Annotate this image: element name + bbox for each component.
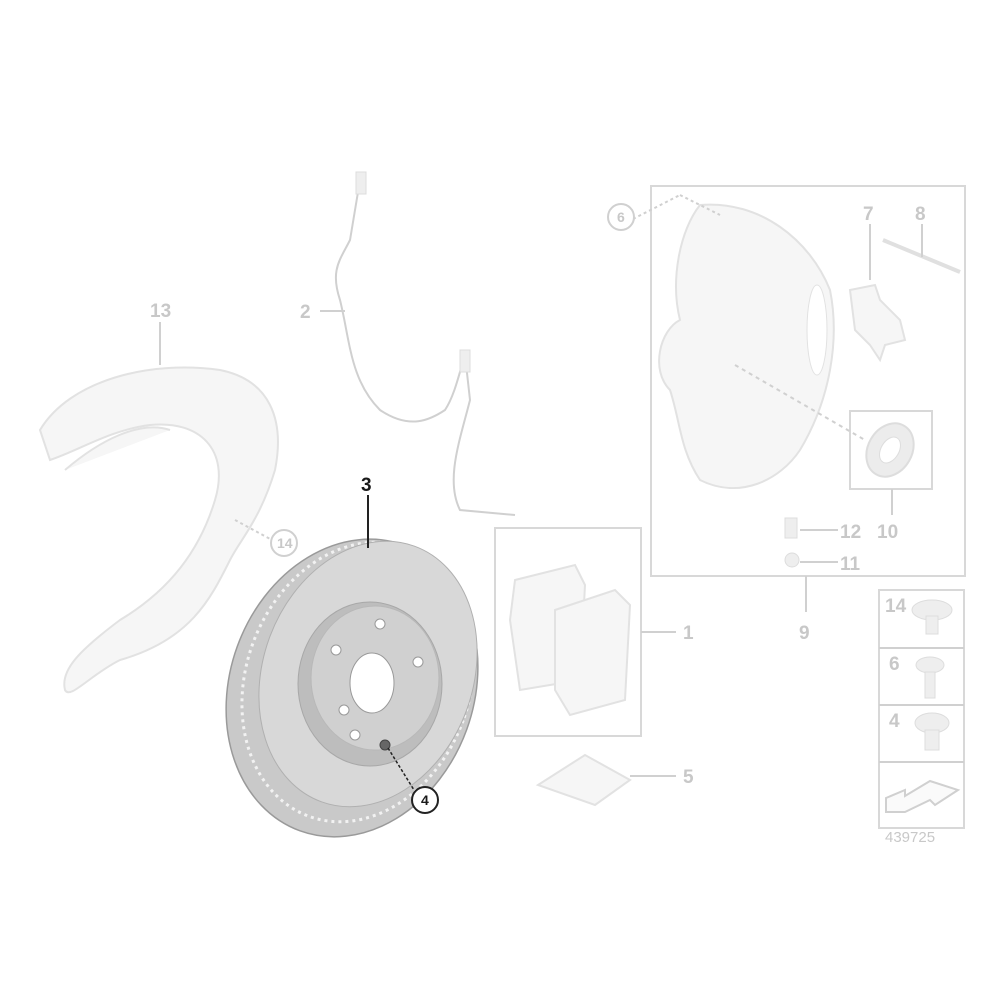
label-11[interactable]: 11 <box>840 554 861 575</box>
grease-packet[interactable] <box>535 753 632 807</box>
label-8[interactable]: 8 <box>915 204 926 225</box>
label-9[interactable]: 9 <box>799 623 810 644</box>
brake-caliper[interactable] <box>658 203 835 489</box>
leader-14 <box>234 519 273 541</box>
wear-sensor[interactable] <box>334 171 516 516</box>
legend-label-14: 14 <box>885 596 907 617</box>
hex-bolt-icon <box>915 656 945 674</box>
label-6[interactable]: 6 <box>617 209 625 225</box>
legend-item-4[interactable]: 4 <box>889 711 950 751</box>
hardware-legend: 14 6 4 <box>878 589 965 829</box>
bleeder-valve[interactable] <box>784 517 798 539</box>
dust-cap[interactable] <box>784 552 800 568</box>
label-14[interactable]: 14 <box>277 535 293 551</box>
label-10[interactable]: 10 <box>877 522 898 543</box>
legend-item-6[interactable]: 6 <box>889 654 945 699</box>
label-1[interactable]: 1 <box>683 623 694 644</box>
label-13[interactable]: 13 <box>150 301 171 322</box>
callout-6-circle <box>607 203 635 231</box>
callout-14-circle <box>270 529 298 557</box>
legend-item-14[interactable]: 14 <box>885 596 953 635</box>
leader-seal <box>734 364 866 441</box>
brake-pads[interactable] <box>508 563 632 717</box>
leader-4 <box>387 747 415 791</box>
caliper-box <box>650 185 966 577</box>
label-7[interactable]: 7 <box>863 204 874 225</box>
brake-disc[interactable] <box>185 503 518 872</box>
label-12[interactable]: 12 <box>840 522 861 543</box>
wheel-arch-shield[interactable] <box>38 366 279 694</box>
label-3[interactable]: 3 <box>361 475 372 496</box>
legend-label-4: 4 <box>889 711 900 732</box>
leader-6 <box>632 194 681 220</box>
arrow-icon <box>885 779 961 813</box>
leader-6b <box>679 194 721 216</box>
label-2[interactable]: 2 <box>300 302 311 323</box>
callout-4-circle <box>411 786 439 814</box>
anti-rattle-spring[interactable] <box>848 283 907 363</box>
label-4[interactable]: 4 <box>421 792 429 808</box>
label-5[interactable]: 5 <box>683 767 694 788</box>
legend-label-6: 6 <box>889 654 900 675</box>
reference-number: 439725 <box>885 829 935 846</box>
